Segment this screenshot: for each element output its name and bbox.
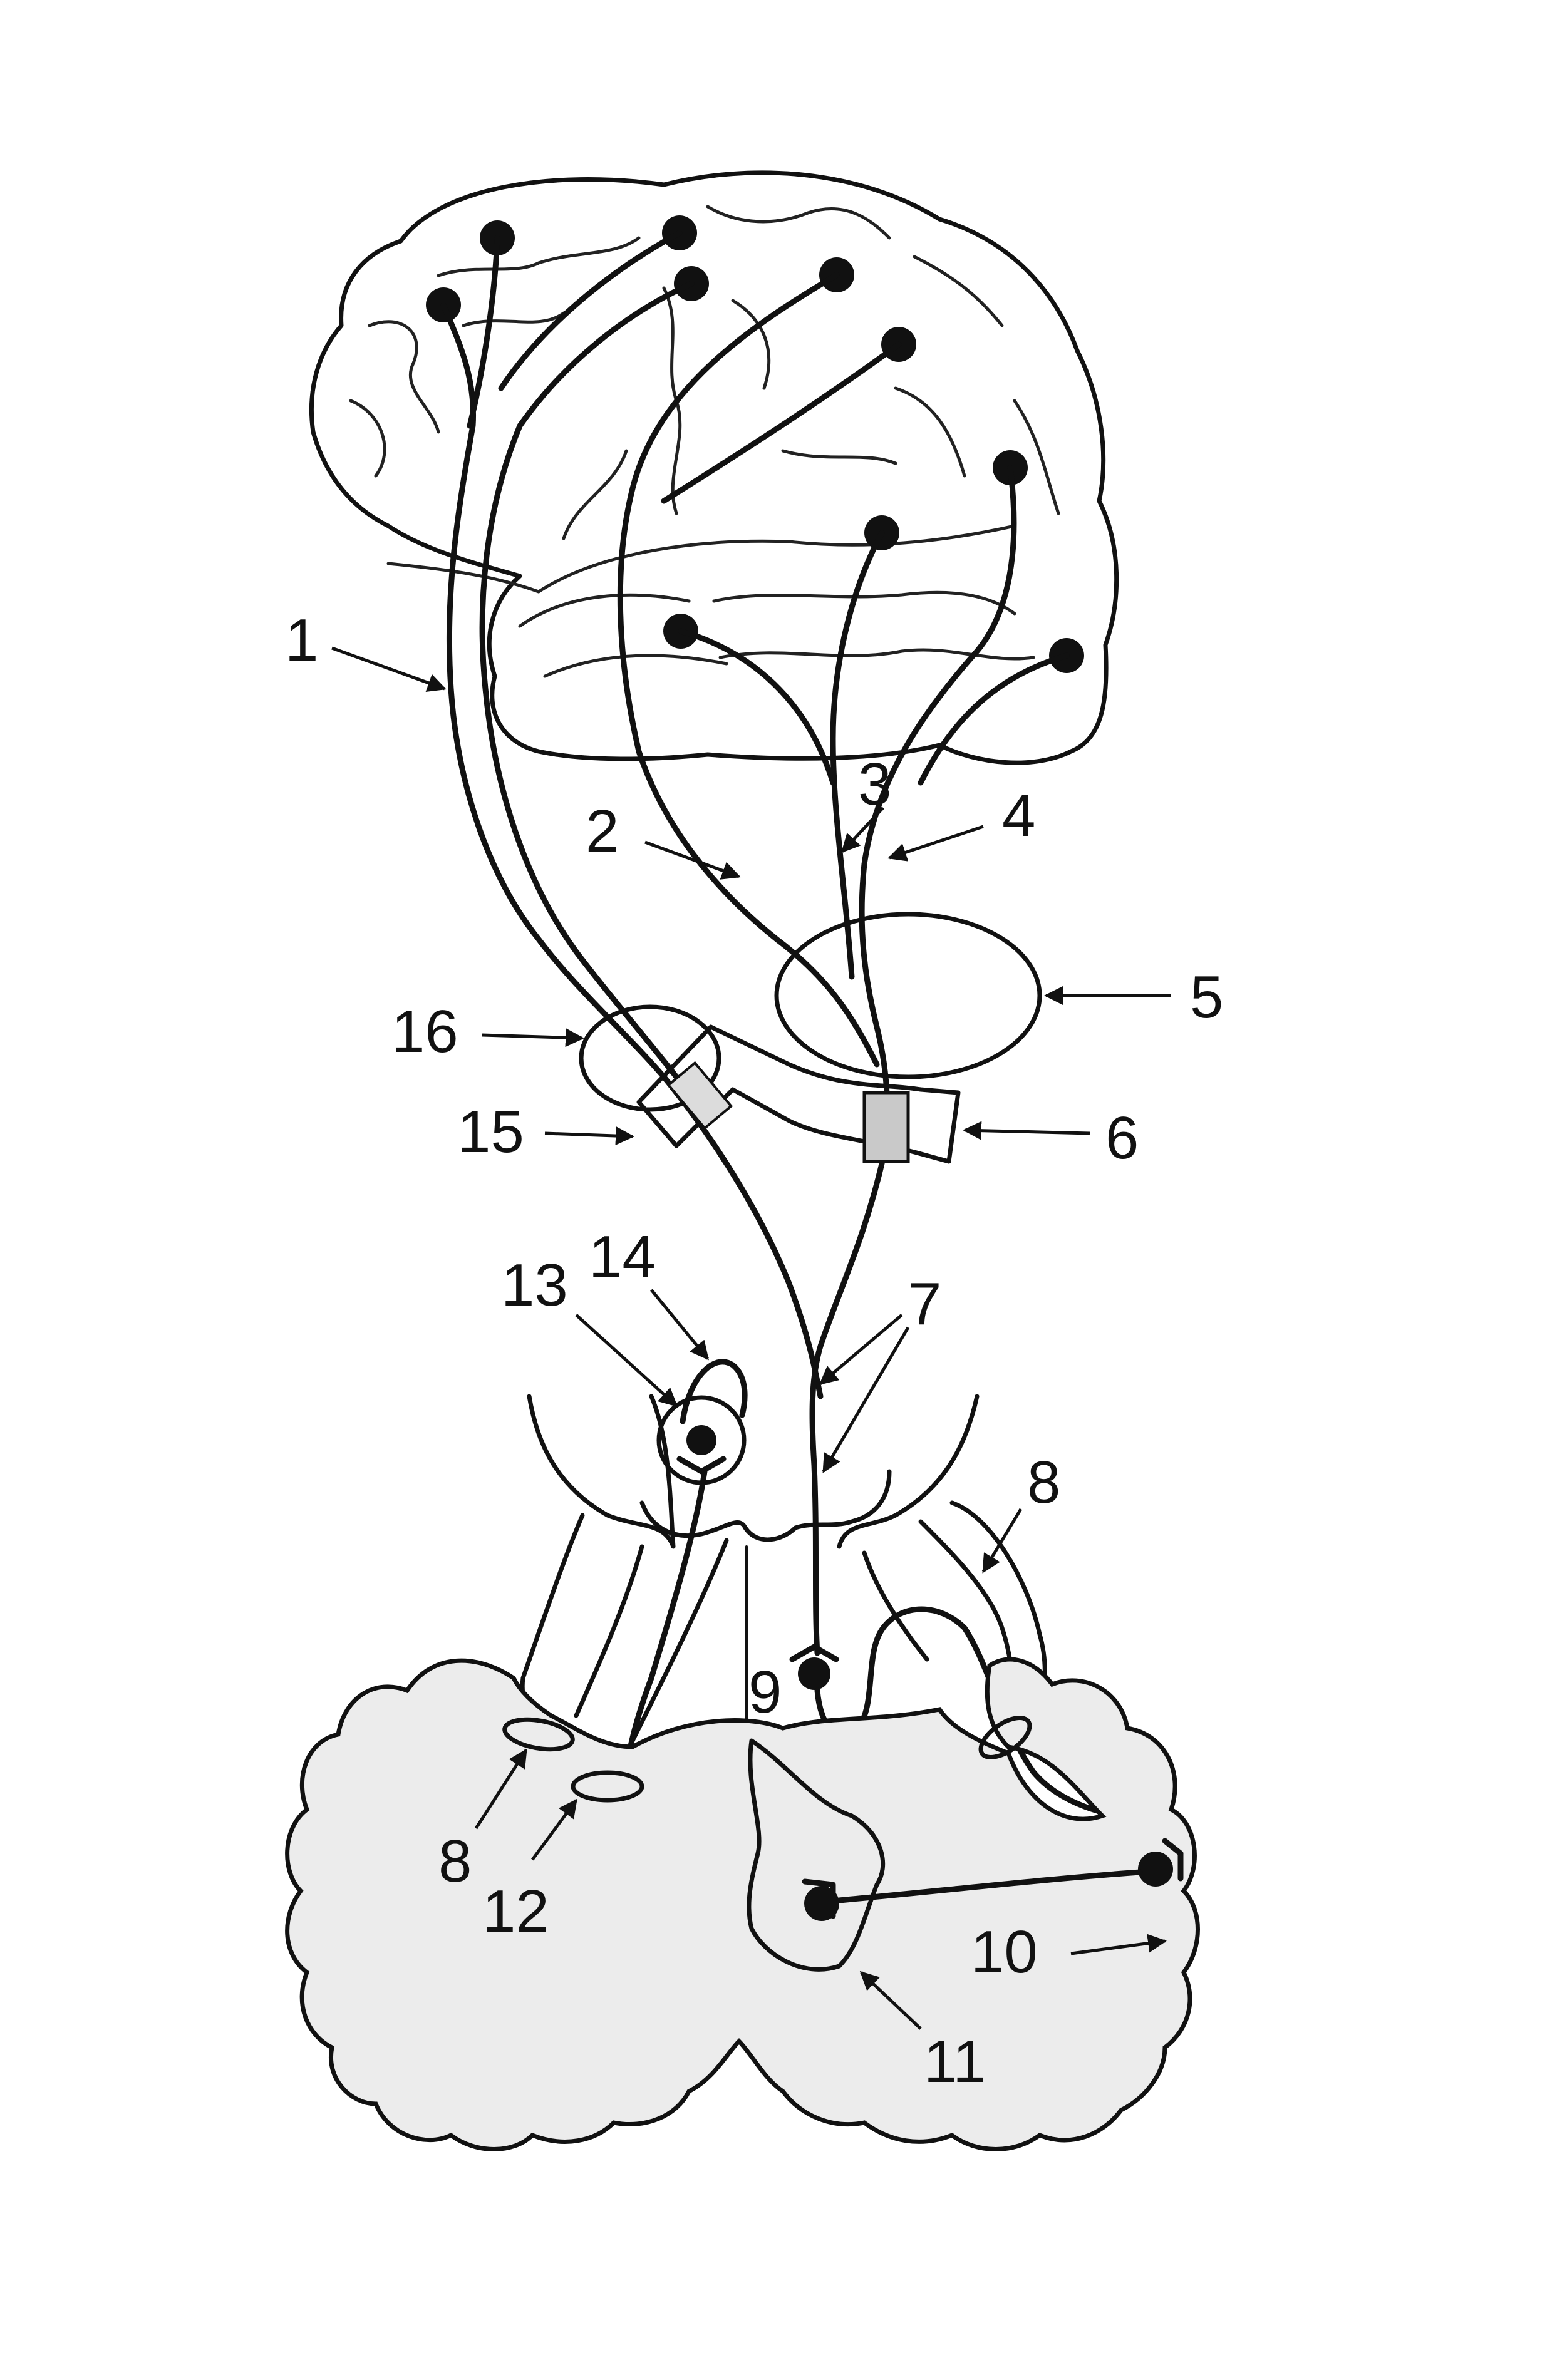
labels: 1 2 3 4 5 6 7 8 8 9 10 11 12 13 14 15 16	[285, 607, 1223, 2095]
label-16: 16	[391, 998, 458, 1065]
label-3: 3	[858, 751, 891, 818]
dentate-nucleus-11	[747, 1738, 886, 1972]
label-5: 5	[1190, 964, 1223, 1031]
gyrus-14	[781, 449, 897, 465]
nucleus-9-cell	[798, 1657, 830, 1690]
leader-7a	[819, 1314, 903, 1385]
label-6: 6	[1105, 1105, 1139, 1172]
leader-16	[482, 1028, 584, 1048]
brainstem-body	[639, 1469, 892, 1542]
label-4: 4	[1002, 782, 1035, 849]
peduncle-cut-right	[978, 1716, 1032, 1759]
tract-2b	[661, 341, 902, 504]
gyrus-7	[731, 299, 771, 390]
label-8a: 8	[438, 1828, 472, 1895]
leader-4	[887, 825, 984, 862]
tract-3b	[678, 628, 836, 786]
temporal-lobe-line	[518, 593, 728, 678]
leader-lines	[331, 646, 1171, 2030]
inner-peduncle	[630, 1538, 929, 1743]
cerebellar-cortex-synapse	[1162, 1838, 1184, 1882]
structure-15-6-band	[636, 1024, 961, 1164]
gyrus-10	[1013, 399, 1060, 515]
leader-11	[859, 1970, 922, 2030]
gyrus-4	[462, 311, 566, 327]
leader-12	[530, 1798, 578, 1861]
gyrus-11	[712, 590, 1016, 616]
label-8b: 8	[1027, 1449, 1060, 1516]
nucleus-13-cell	[686, 1425, 716, 1455]
brainstem-outline	[527, 1394, 980, 1549]
cerebellum	[285, 1657, 1200, 2151]
leader-15	[544, 1126, 634, 1146]
structure-5-ellipse	[774, 912, 1042, 1079]
label-11: 11	[924, 2028, 986, 2095]
leader-14	[650, 1289, 709, 1361]
structure-14-loop	[680, 1359, 748, 1424]
dentate-synapse	[802, 1878, 836, 1919]
leader-10	[1070, 1934, 1167, 1955]
fiber-tracts	[440, 230, 1070, 1656]
cortico-dentate-fiber	[836, 1869, 1143, 1903]
label-10: 10	[971, 1919, 1038, 1986]
gyrus-8	[913, 255, 1004, 327]
gyrus-12	[718, 648, 1035, 661]
gyrus-3	[437, 236, 641, 277]
peduncle-cut-left	[502, 1717, 575, 1752]
leader-8b	[981, 1508, 1023, 1574]
gyrus-9	[894, 386, 966, 478]
leader-6	[963, 1121, 1090, 1140]
label-13: 13	[501, 1252, 568, 1319]
leader-1	[331, 646, 447, 692]
tract-1b	[479, 423, 698, 1105]
leader-3	[840, 806, 884, 853]
tract-3	[830, 530, 885, 980]
label-7: 7	[908, 1270, 941, 1337]
leader-8a	[474, 1748, 528, 1830]
structure-15-shaded-segment	[666, 1061, 733, 1130]
label-12: 12	[482, 1878, 549, 1945]
tract-4b	[918, 652, 1070, 786]
label-14: 14	[589, 1223, 656, 1290]
structure-16-ellipse	[579, 1004, 721, 1112]
nucleus-9-synapse	[789, 1644, 839, 1662]
label-15: 15	[457, 1098, 524, 1165]
cerebellar-cortex-neuron	[1138, 1852, 1173, 1887]
label-1: 1	[285, 607, 318, 674]
gyrus-1	[368, 320, 440, 434]
tract-1	[440, 230, 824, 1399]
leader-13	[575, 1314, 678, 1408]
gyrus-2	[349, 399, 386, 478]
leader-7b	[822, 1326, 910, 1473]
gyrus-13	[562, 449, 628, 540]
structure-6-shaded-segment	[862, 1091, 910, 1163]
gyrus-5	[706, 205, 891, 240]
nucleus-13-synapse	[676, 1456, 727, 1475]
peduncle-cut-12	[571, 1770, 644, 1803]
tract-2	[617, 272, 880, 1068]
label-9: 9	[748, 1659, 782, 1726]
label-2: 2	[586, 798, 619, 865]
leader-2	[644, 840, 741, 880]
